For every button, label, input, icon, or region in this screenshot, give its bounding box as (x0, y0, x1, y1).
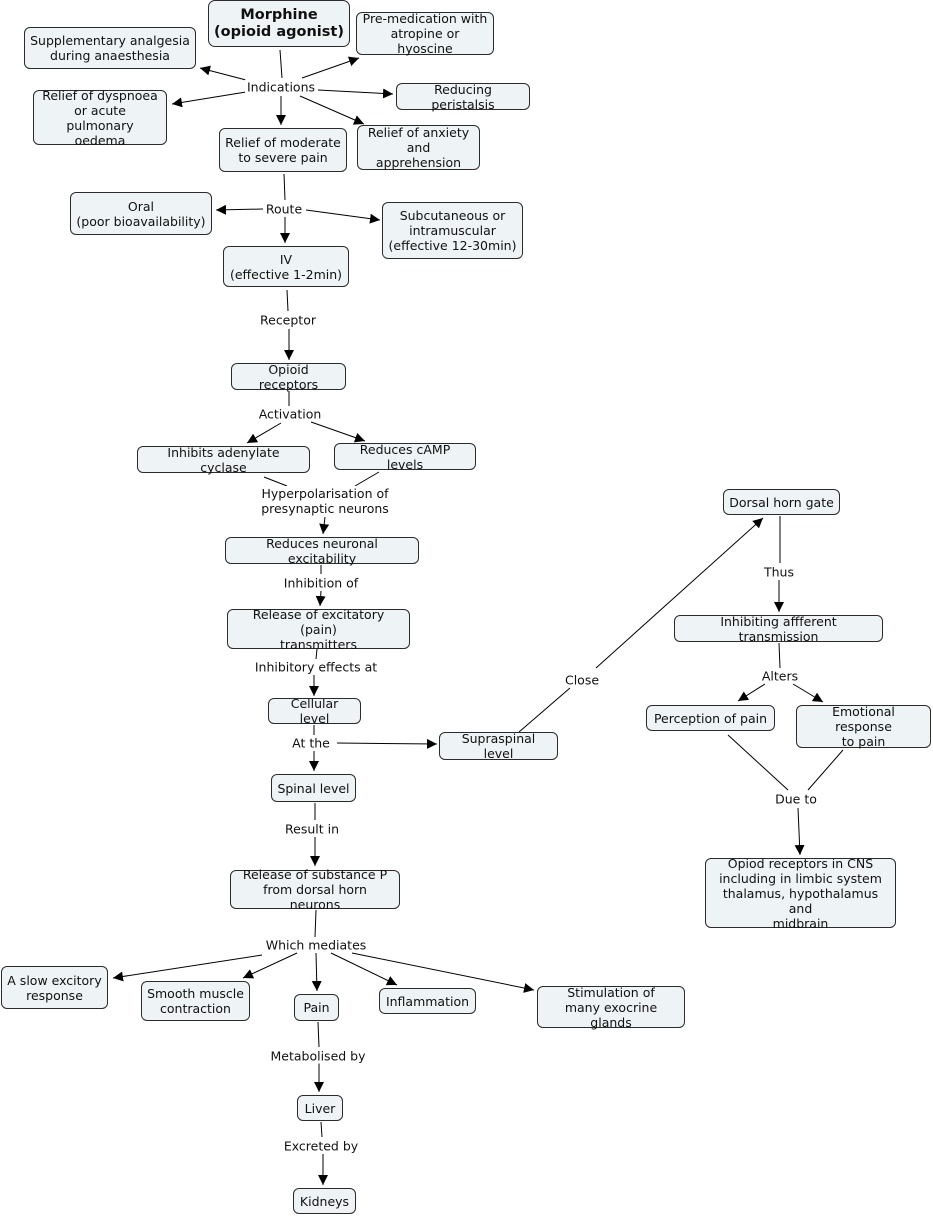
label-indications: Indications (244, 79, 318, 95)
node-release-of-excitatory-transmitters[interactable]: Release of excitatory (pain) transmitter… (227, 607, 410, 652)
label-metabolised-by: Metabolised by (268, 1048, 368, 1064)
node-inhibits-adenylate-cyclase[interactable]: Inhibits adenylate cyclase (137, 445, 310, 475)
label-hyperpolarisation: Hyperpolarisation of presynaptic neurons (259, 486, 391, 516)
node-pre-medication[interactable]: Pre-medication with atropine or hyoscine (356, 11, 494, 56)
label-inhibitory-effects-at: Inhibitory effects at (252, 659, 380, 675)
label-which-mediates: Which mediates (263, 937, 369, 953)
node-relief-of-pain[interactable]: Relief of moderate to severe pain (219, 128, 347, 172)
node-slow-excitory-response[interactable]: A slow excitory response (1, 966, 108, 1009)
node-morphine[interactable]: Morphine (opioid agonist) (208, 0, 350, 47)
label-result-in: Result in (283, 821, 341, 837)
node-release-of-substance-p[interactable]: Release of substance P from dorsal horn … (230, 867, 400, 912)
label-thus: Thus (762, 564, 796, 580)
node-reduces-camp[interactable]: Reduces cAMP levels (334, 442, 476, 472)
node-dorsal-horn-gate[interactable]: Dorsal horn gate (723, 489, 840, 515)
label-alters: Alters (759, 668, 801, 684)
node-liver[interactable]: Liver (297, 1095, 343, 1121)
node-reduces-neuronal-excitability[interactable]: Reduces neuronal excitability (225, 536, 419, 566)
label-inhibition-of: Inhibition of (281, 575, 361, 591)
node-oral-route[interactable]: Oral (poor bioavailability) (70, 192, 212, 235)
node-emotional-response[interactable]: Emotional response to pain (796, 704, 931, 749)
node-pain[interactable]: Pain (294, 994, 339, 1021)
node-opioid-receptors[interactable]: Opioid receptors (231, 362, 346, 392)
node-reducing-peristalsis[interactable]: Reducing peristalsis (396, 82, 530, 112)
node-smooth-muscle-contraction[interactable]: Smooth muscle contraction (141, 981, 250, 1021)
label-at-the: At the (290, 735, 332, 751)
label-route: Route (263, 201, 305, 217)
label-receptor: Receptor (258, 312, 318, 328)
label-excreted-by: Excreted by (281, 1138, 361, 1154)
node-kidneys[interactable]: Kidneys (293, 1188, 356, 1214)
node-subcutaneous-route[interactable]: Subcutaneous or intramuscular (effective… (382, 202, 523, 259)
label-due-to: Due to (773, 791, 819, 807)
node-opioid-receptors-in-cns[interactable]: Opiod receptors in CNS including in limb… (705, 856, 896, 931)
node-stimulation-of-exocrine-glands[interactable]: Stimulation of many exocrine glands (537, 985, 685, 1030)
node-supraspinal-level[interactable]: Supraspinal level (439, 731, 558, 761)
node-iv-route[interactable]: IV (effective 1-2min) (223, 246, 349, 287)
label-activation: Activation (256, 406, 324, 422)
label-close: Close (562, 672, 602, 688)
node-relief-of-dyspnoea[interactable]: Relief of dyspnoea or acute pulmonary oe… (33, 88, 167, 148)
node-supplementary-analgesia[interactable]: Supplementary analgesia during anaesthes… (24, 27, 196, 69)
node-inhibiting-afferent-transmission[interactable]: Inhibiting affferent transmission (674, 614, 883, 644)
node-relief-of-anxiety[interactable]: Relief of anxiety and apprehension (357, 125, 480, 170)
node-spinal-level[interactable]: Spinal level (271, 774, 356, 802)
node-perception-of-pain[interactable]: Perception of pain (646, 705, 775, 731)
node-inflammation[interactable]: Inflammation (379, 988, 476, 1014)
node-cellular-level[interactable]: Cellular level (268, 696, 361, 726)
